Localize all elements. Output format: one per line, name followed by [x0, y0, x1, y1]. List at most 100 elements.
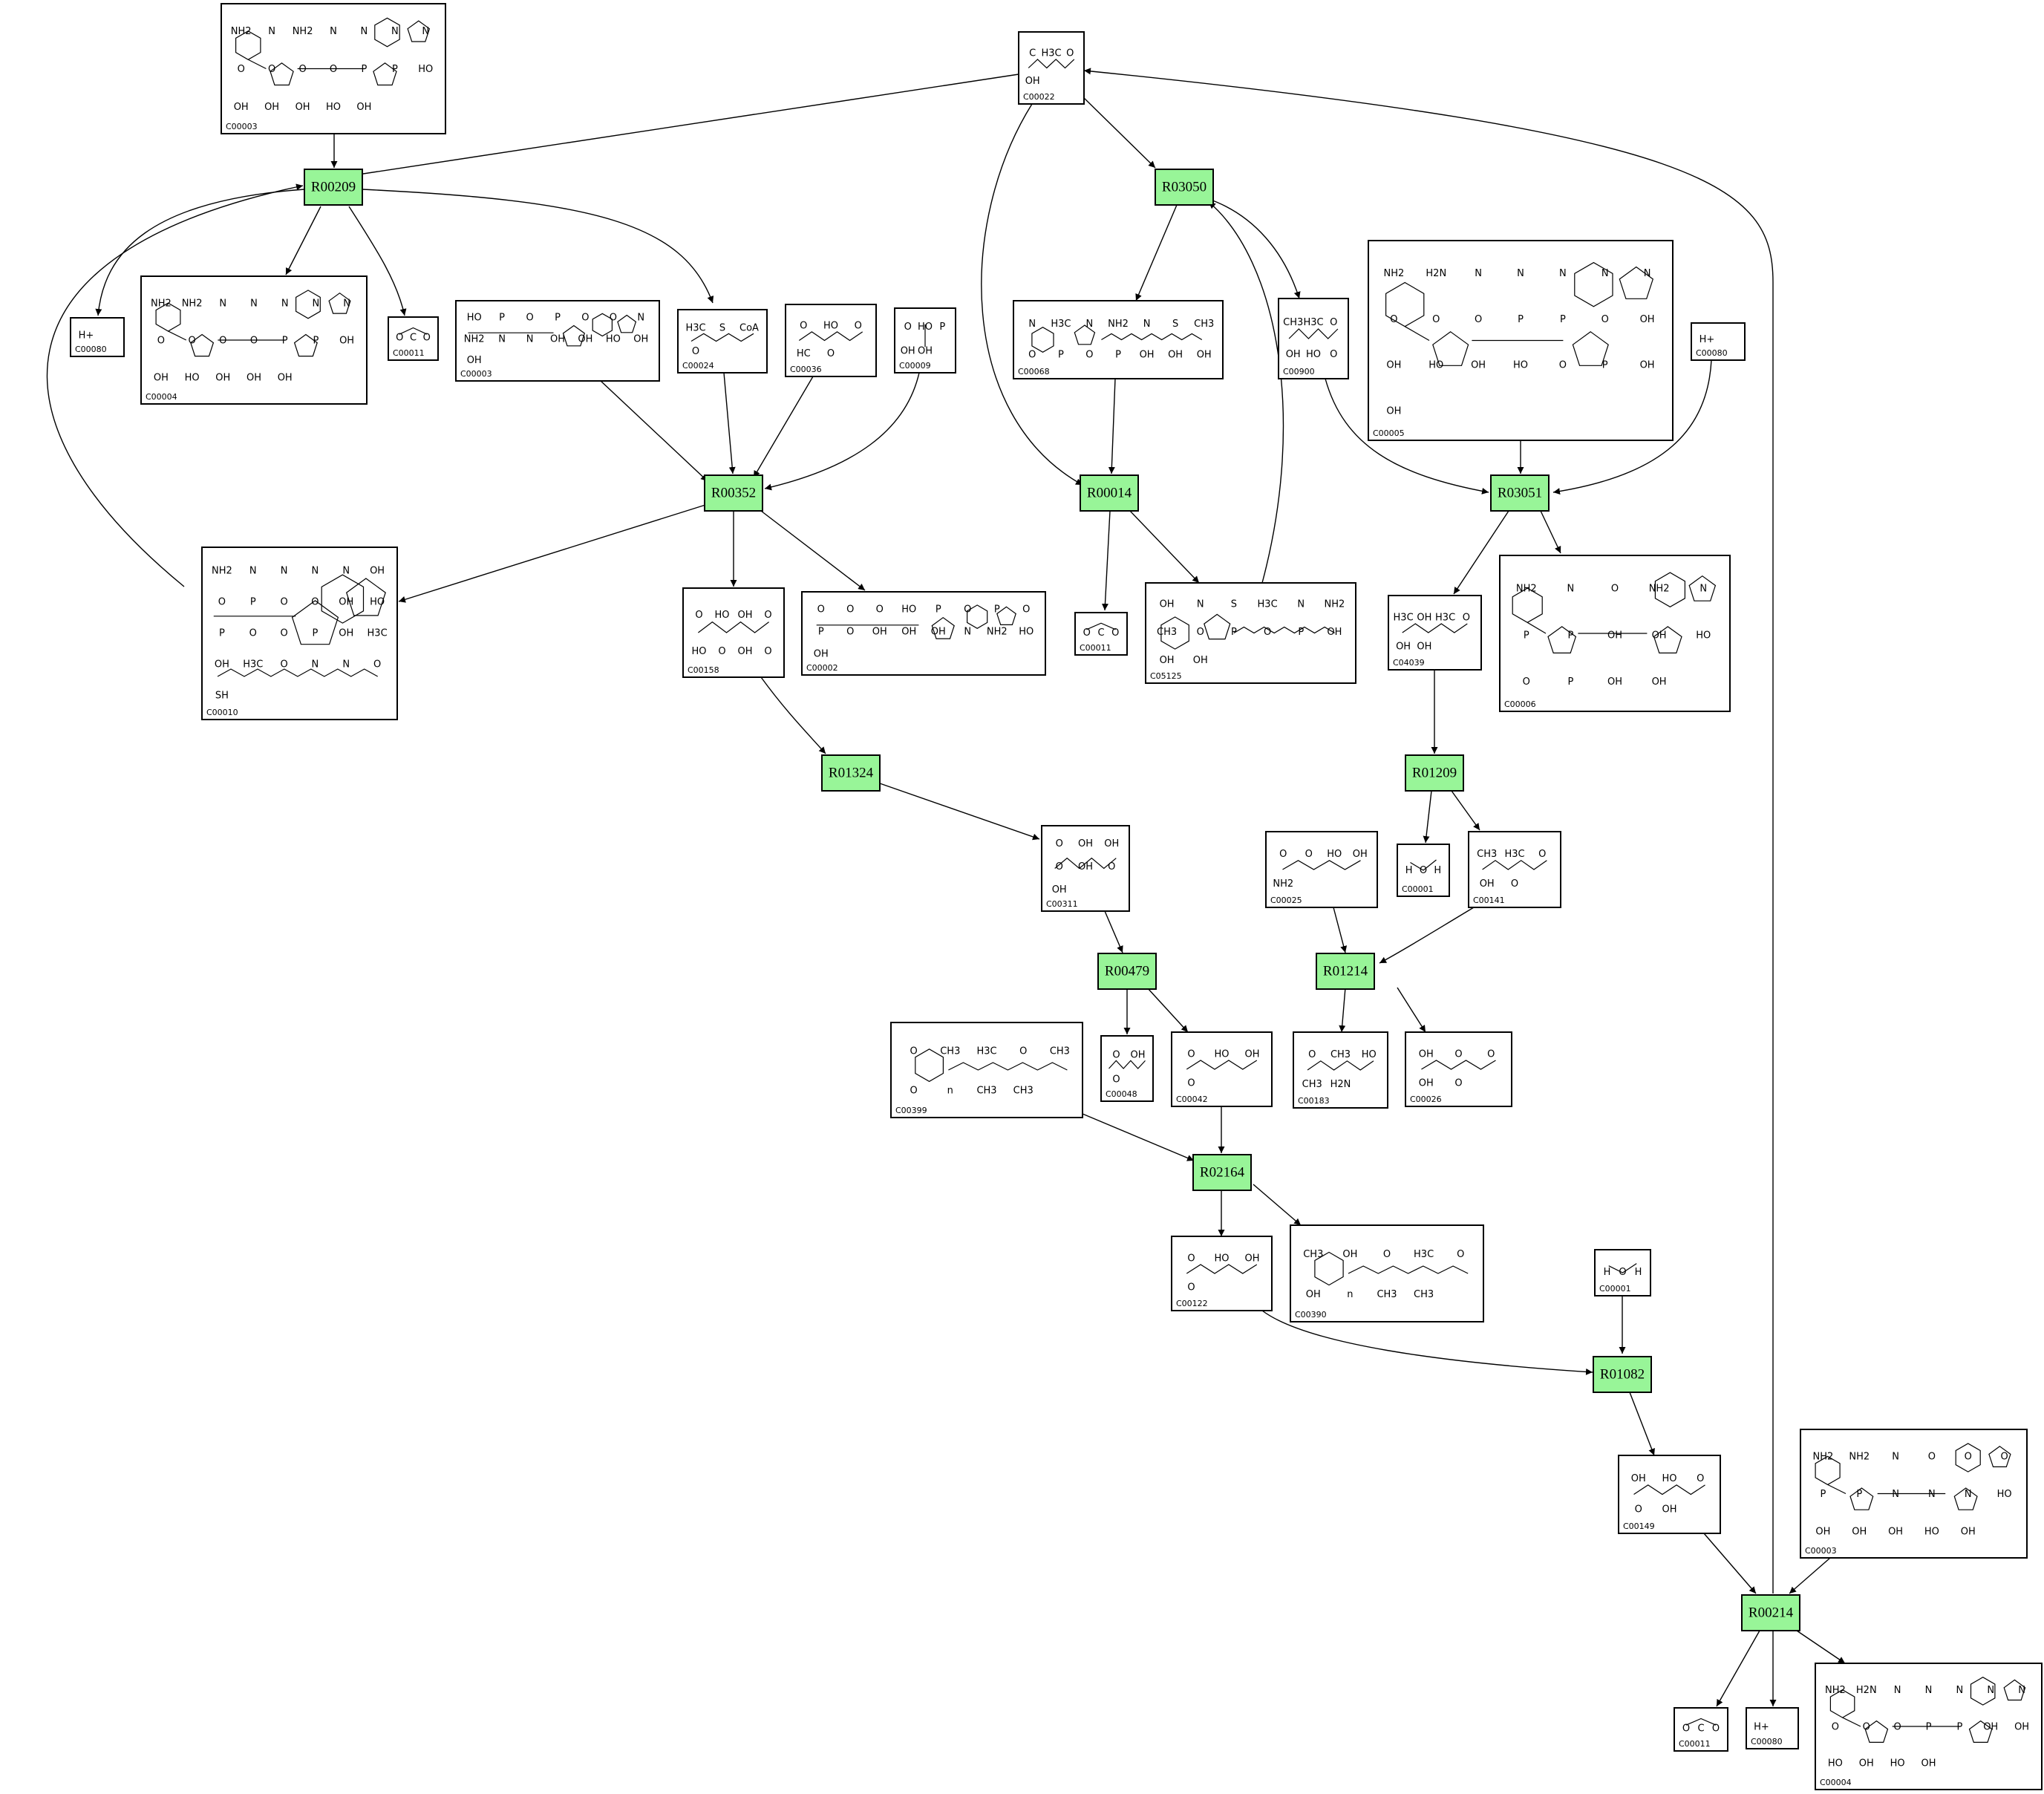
- atom-label: O: [1635, 1504, 1642, 1516]
- bond-line: [1028, 59, 1075, 69]
- atom-label: P: [1058, 350, 1064, 361]
- reaction-node-r00014[interactable]: R00014: [1080, 474, 1139, 512]
- compound-node-c00080-right[interactable]: H+C00080: [1691, 322, 1746, 361]
- atom-label: OH: [737, 646, 752, 657]
- atom-label: O: [373, 659, 381, 670]
- atom-label: O: [1111, 627, 1119, 639]
- atom-label: OH: [1662, 1504, 1676, 1516]
- compound-node-c00080[interactable]: H+C00080: [70, 317, 125, 357]
- reaction-node-r01214[interactable]: R01214: [1316, 953, 1375, 990]
- atom-label: O: [1028, 350, 1036, 361]
- compound-node-c00080-bottom[interactable]: H+C00080: [1746, 1707, 1799, 1749]
- reaction-node-r00214[interactable]: R00214: [1741, 1594, 1800, 1631]
- compound-id-label: C04039: [1393, 658, 1425, 668]
- ring-shape: [345, 578, 386, 616]
- atom-label: OH: [1160, 599, 1175, 610]
- atom-label: O: [1279, 849, 1287, 860]
- reaction-label: R00214: [1748, 1605, 1794, 1621]
- reaction-node-r01209[interactable]: R01209: [1405, 754, 1464, 792]
- atom-label: HO: [606, 333, 621, 345]
- atom-label: O: [238, 64, 245, 75]
- atom-label: O: [764, 646, 771, 657]
- atom-label: H: [1405, 865, 1413, 876]
- reaction-node-r00352[interactable]: R00352: [704, 474, 763, 512]
- atom-label: HO: [370, 596, 385, 607]
- atom-label: OH: [1197, 350, 1212, 361]
- edge-r01209-c00001: [1423, 790, 1432, 844]
- atom-label: O: [157, 336, 165, 347]
- reaction-node-r02164[interactable]: R02164: [1192, 1154, 1252, 1191]
- compound-box: [1171, 1031, 1273, 1107]
- atom-label: OH: [1607, 630, 1622, 641]
- reaction-node-r01324[interactable]: R01324: [821, 754, 881, 792]
- compound-id-label: C00141: [1473, 896, 1505, 905]
- atom-label: OH: [1888, 1526, 1903, 1537]
- atom-label: N: [1197, 599, 1204, 610]
- ring-shape: [1955, 1443, 1981, 1472]
- atom-label: P: [555, 313, 561, 324]
- atom-label: O: [846, 627, 854, 638]
- reaction-box: [821, 754, 881, 792]
- atom-label: O: [1085, 350, 1093, 361]
- bond-line: [1186, 1060, 1258, 1070]
- atom-label: O: [1330, 317, 1337, 328]
- ring-shape: [1654, 572, 1685, 607]
- atom-label: P: [1518, 314, 1524, 325]
- reaction-node-r00479[interactable]: R00479: [1097, 953, 1157, 990]
- structure-drawing: [1385, 261, 1654, 366]
- ring-shape: [190, 333, 215, 357]
- reaction-node-r03051[interactable]: R03051: [1490, 474, 1550, 512]
- compound-box: [1041, 825, 1130, 912]
- atom-label: NH2: [1384, 268, 1405, 279]
- edge-c00399-r02164: [1082, 1113, 1195, 1161]
- edge-c00311-r00479: [1104, 910, 1123, 953]
- reaction-node-r01082[interactable]: R01082: [1593, 1356, 1652, 1393]
- atom-label: O: [396, 332, 403, 343]
- compound-id-label: C00004: [146, 392, 177, 402]
- edge-c00068-r00014: [1108, 378, 1116, 474]
- atom-label: CH3: [940, 1046, 960, 1057]
- edge-c00080r-r03051: [1552, 359, 1712, 495]
- reaction-node-r00209[interactable]: R00209: [304, 169, 363, 206]
- compound-box: [1074, 612, 1128, 656]
- ring-shape: [373, 62, 397, 86]
- reaction-node-r03050[interactable]: R03050: [1155, 169, 1214, 206]
- ring-shape: [1160, 616, 1189, 650]
- atom-label: HO: [918, 322, 933, 333]
